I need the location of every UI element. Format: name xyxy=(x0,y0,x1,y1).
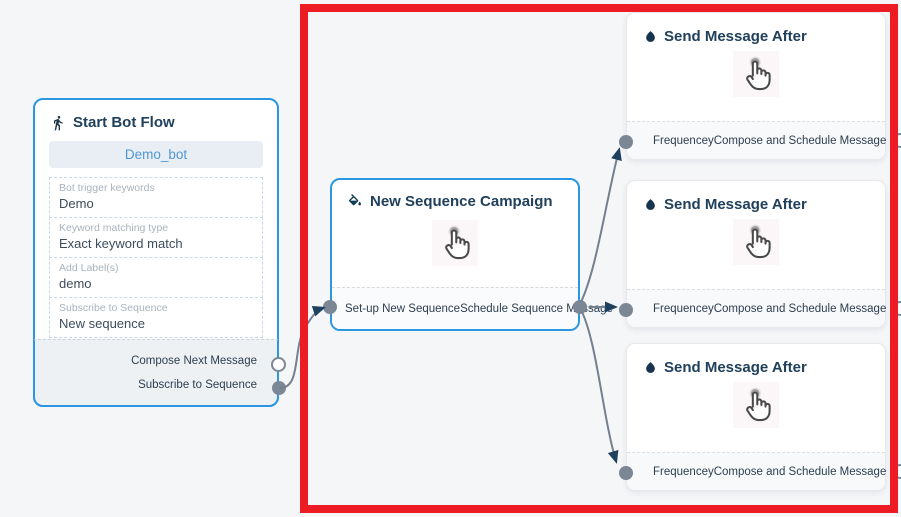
start-node-footer: Compose Next Message Subscribe to Sequen… xyxy=(33,339,279,407)
send-node-body[interactable] xyxy=(627,51,885,97)
send-node-title: Send Message After xyxy=(664,359,807,376)
field-label: Bot trigger keywords xyxy=(59,182,155,194)
edge-schedule-to-send-1 xyxy=(580,147,622,303)
walking-person-icon xyxy=(54,115,63,130)
bot-name-button[interactable]: Demo_bot xyxy=(49,141,263,168)
sequence-node-title: New Sequence Campaign xyxy=(370,193,553,210)
input-port-frequencey[interactable] xyxy=(619,135,633,149)
send-node-body[interactable] xyxy=(627,382,885,428)
hand-cursor-graphic xyxy=(432,220,478,266)
output-port-compose-schedule[interactable] xyxy=(893,464,901,479)
hand-cursor-graphic xyxy=(733,51,779,97)
send-node-title: Send Message After xyxy=(664,28,807,45)
field-label: Add Label(s) xyxy=(59,262,119,274)
output-port-compose-schedule[interactable] xyxy=(893,133,901,148)
node-start-bot-flow[interactable]: Start Bot Flow Demo_bot Bot trigger keyw… xyxy=(33,98,286,407)
input-port-label-frequencey: Frequencey xyxy=(653,302,714,315)
input-port-label-frequencey: Frequencey xyxy=(653,465,714,478)
hand-cursor-icon xyxy=(746,387,771,422)
output-port-label-compose-schedule: Compose and Schedule Message xyxy=(713,465,887,478)
field-value: Demo xyxy=(59,196,94,211)
port-label-subscribe-to-sequence: Subscribe to Sequence xyxy=(138,379,257,391)
send-node-body[interactable] xyxy=(627,219,885,265)
hand-cursor-icon xyxy=(445,225,470,260)
send-node-title-row: Send Message After xyxy=(627,13,885,45)
start-node-fields: Bot trigger keywords Demo Keyword matchi… xyxy=(49,177,263,338)
send-node-title: Send Message After xyxy=(664,196,807,213)
field-bot-trigger-keywords[interactable]: Bot trigger keywords Demo xyxy=(49,177,263,218)
output-port-compose-next-message[interactable] xyxy=(271,357,286,372)
start-node-title-row: Start Bot Flow xyxy=(35,100,277,137)
field-label: Subscribe to Sequence xyxy=(59,302,168,314)
send-node-footer: Frequencey Compose and Schedule Message xyxy=(627,452,901,490)
send-node-footer: Frequencey Compose and Schedule Message xyxy=(627,121,901,159)
output-port-label-compose-schedule: Compose and Schedule Message xyxy=(713,134,887,147)
start-node-title: Start Bot Flow xyxy=(73,114,175,131)
water-drop-icon xyxy=(646,31,655,42)
paint-bucket-icon xyxy=(348,193,361,205)
input-port-frequencey[interactable] xyxy=(619,303,633,317)
input-port-frequencey[interactable] xyxy=(619,466,633,480)
field-subscribe-to-sequence[interactable]: Subscribe to Sequence New sequence xyxy=(49,297,263,338)
output-port-subscribe-to-sequence[interactable] xyxy=(272,381,286,395)
input-port-setup-new-sequence[interactable] xyxy=(323,300,337,314)
input-port-label-frequencey: Frequencey xyxy=(653,134,714,147)
node-send-message-after-3[interactable]: Send Message After Frequencey Compose an… xyxy=(619,343,901,491)
water-drop-icon xyxy=(646,362,655,373)
output-port-label-schedule-sequence-message: Schedule Sequence Message xyxy=(460,302,613,315)
output-port-label-compose-schedule: Compose and Schedule Message xyxy=(713,302,887,315)
sequence-node-body[interactable] xyxy=(332,220,578,266)
node-send-message-after-2[interactable]: Send Message After Frequencey Compose an… xyxy=(619,180,901,328)
send-node-title-row: Send Message After xyxy=(627,181,885,213)
sequence-node-footer: Set-up New Sequence Schedule Sequence Me… xyxy=(332,287,613,329)
field-value: demo xyxy=(59,276,92,291)
node-new-sequence-campaign[interactable]: New Sequence Campaign Set-up New Sequenc… xyxy=(323,178,613,331)
send-node-footer: Frequencey Compose and Schedule Message xyxy=(627,289,901,327)
port-label-compose-next-message: Compose Next Message xyxy=(131,355,257,367)
field-value: New sequence xyxy=(59,316,145,331)
hand-cursor-graphic xyxy=(733,219,779,265)
field-value: Exact keyword match xyxy=(59,236,183,251)
output-port-schedule-sequence-message[interactable] xyxy=(573,300,587,314)
field-label: Keyword matching type xyxy=(59,222,169,234)
node-send-message-after-1[interactable]: Send Message After Frequencey Compose an… xyxy=(619,12,901,160)
field-add-labels[interactable]: Add Label(s) demo xyxy=(49,257,263,298)
edge-subscribe-to-setup xyxy=(279,305,326,389)
edge-schedule-to-send-3 xyxy=(581,311,619,464)
hand-cursor-graphic xyxy=(733,382,779,428)
hand-cursor-icon xyxy=(746,224,771,259)
sequence-node-title-row: New Sequence Campaign xyxy=(332,180,578,210)
input-port-label-setup-new-sequence: Set-up New Sequence xyxy=(345,302,461,315)
output-port-compose-schedule[interactable] xyxy=(893,301,901,316)
field-keyword-matching-type[interactable]: Keyword matching type Exact keyword matc… xyxy=(49,217,263,258)
water-drop-icon xyxy=(646,199,655,210)
hand-cursor-icon xyxy=(746,56,771,91)
send-node-title-row: Send Message After xyxy=(627,344,885,376)
